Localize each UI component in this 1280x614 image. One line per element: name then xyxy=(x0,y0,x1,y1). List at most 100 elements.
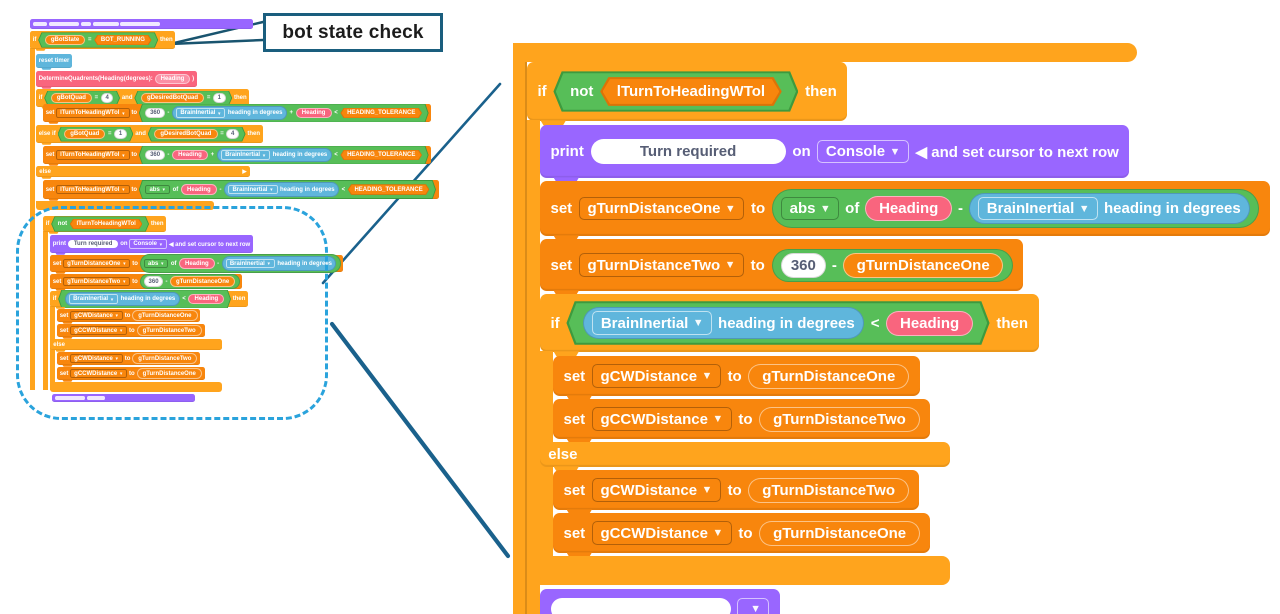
dropdown-gturndistancetwo[interactable]: gTurnDistanceTwo▼ xyxy=(63,276,131,287)
number-input[interactable]: 1 xyxy=(213,93,226,103)
dropdown-abs[interactable]: abs▼ xyxy=(145,185,169,195)
variable-gturndistanceone[interactable]: gTurnDistanceOne xyxy=(748,363,910,389)
dropdown-abs[interactable]: abs▼ xyxy=(781,196,840,221)
variable-gturndistancetwo[interactable]: gTurnDistanceTwo xyxy=(132,353,198,364)
variable-gturndistanceone[interactable]: gTurnDistanceOne xyxy=(136,368,202,379)
dropdown-gccwdistance[interactable]: gCCWDistance▼ xyxy=(70,325,128,336)
blue-reporter[interactable]: BrainInertial▼heading in degrees xyxy=(583,307,864,339)
mini-reset-timer[interactable]: reset timer xyxy=(36,54,73,70)
variable-heading[interactable]: Heading xyxy=(188,294,224,304)
number-input[interactable]: 1 xyxy=(114,129,127,139)
mini-determinequadrents[interactable]: DetermineQuadrents(Heading(degrees):Head… xyxy=(36,71,197,89)
variable-gbotstate[interactable]: gBotState xyxy=(45,35,86,45)
blue-reporter[interactable]: BrainInertial▼heading in degrees xyxy=(217,148,332,162)
dropdown-braininertial[interactable]: BrainInertial▼ xyxy=(592,311,712,335)
dropdown-lturntoheadingwtol[interactable]: lTurnToHeadingWTol▼ xyxy=(56,150,130,160)
green-reporter[interactable]: 360-gTurnDistanceOne xyxy=(771,248,1013,282)
condition-hex[interactable]: 360-BrainInertial▼heading in degrees+Hea… xyxy=(139,104,429,123)
variable-gturndistancetwo[interactable]: gTurnDistanceTwo xyxy=(759,406,920,432)
dropdown-braininertial[interactable]: BrainInertial▼ xyxy=(228,185,277,195)
dropdown-gturndistanceone[interactable]: gTurnDistanceOne▼ xyxy=(63,258,131,269)
mini-else-bar-2[interactable]: else xyxy=(50,339,222,352)
mini-else-bar-1[interactable]: else▶ xyxy=(36,166,250,179)
boolean-variable-bot-running[interactable]: BOT_RUNNING xyxy=(94,35,151,46)
dropdown-braininertial[interactable]: BrainInertial▼ xyxy=(69,294,118,304)
text-input[interactable] xyxy=(550,597,731,614)
number-input[interactable]: 360 xyxy=(780,252,826,278)
variable-gbotquad[interactable]: gBotQuad xyxy=(51,93,92,103)
number-input[interactable]: 4 xyxy=(101,93,114,103)
dropdown-abs[interactable]: abs▼ xyxy=(144,258,169,269)
next-print-partial[interactable]: ▼ xyxy=(540,589,780,614)
number-input[interactable]: 4 xyxy=(226,129,239,139)
dropdown-gccwdistance[interactable]: gCCWDistance▼ xyxy=(70,368,128,379)
blue-reporter[interactable]: BrainInertial▼heading in degrees xyxy=(65,292,180,306)
blue-reporter[interactable]: BrainInertial▼heading in degrees xyxy=(224,182,339,196)
dropdown-gccwdistance[interactable]: gCCWDistance▼ xyxy=(591,407,732,431)
number-input[interactable]: 360 xyxy=(143,276,164,287)
boolean-variable-lturntoheadingwtol[interactable]: lTurnToHeadingWTol xyxy=(70,219,143,230)
dropdown-lturntoheadingwtol[interactable]: lTurnToHeadingWTol▼ xyxy=(56,184,130,195)
variable-gturndistancetwo[interactable]: gTurnDistanceTwo xyxy=(748,477,909,503)
mini-print-top-partial[interactable] xyxy=(30,19,253,29)
variable-heading[interactable]: Heading xyxy=(181,184,217,194)
else-bar[interactable]: else xyxy=(540,442,950,472)
dropdown-gturndistancetwo[interactable]: gTurnDistanceTwo▼ xyxy=(578,253,744,277)
number-input[interactable]: 360 xyxy=(145,150,164,160)
boolean-variable-heading-tolerance[interactable]: HEADING_TOLERANCE xyxy=(340,108,422,119)
dropdown-braininertial[interactable]: BrainInertial▼ xyxy=(225,258,275,269)
number-input[interactable]: 360 xyxy=(145,108,164,118)
mini-next-print-partial[interactable] xyxy=(52,394,195,402)
condition-hex[interactable]: gBotQuad=4 xyxy=(44,91,120,106)
text-input[interactable]: Turn required xyxy=(67,239,119,249)
collapse-icon[interactable]: ▶ xyxy=(242,168,247,175)
dropdown-braininertial[interactable]: BrainInertial▼ xyxy=(221,150,270,160)
condition-hex[interactable]: BrainInertial▼heading in degrees<Heading xyxy=(566,301,989,344)
dropdown-gcwdistance[interactable]: gCWDistance▼ xyxy=(70,310,123,321)
boolean-variable-lturntoheadingwtol[interactable]: lTurnToHeadingWTol xyxy=(600,77,782,106)
dropdown-empty[interactable]: ▼ xyxy=(737,598,770,614)
boolean-variable-heading-tolerance[interactable]: HEADING_TOLERANCE xyxy=(348,184,430,195)
dropdown-gcwdistance[interactable]: gCWDistance▼ xyxy=(591,478,721,502)
variable-heading[interactable]: Heading xyxy=(178,258,215,269)
condition-hex[interactable]: gDesiredBotQuad=1 xyxy=(134,91,232,106)
variable-gturndistanceone[interactable]: gTurnDistanceOne xyxy=(842,252,1004,278)
variable-gturndistancetwo[interactable]: gTurnDistanceTwo xyxy=(136,325,202,336)
text-input[interactable]: Turn required xyxy=(590,139,786,164)
green-reporter[interactable]: 360-gTurnDistanceOne xyxy=(139,274,240,289)
dropdown-braininertial[interactable]: BrainInertial▼ xyxy=(978,196,1098,221)
condition-hex[interactable]: gDesiredBotQuad=4 xyxy=(148,127,246,142)
dropdown-gcwdistance[interactable]: gCWDistance▼ xyxy=(591,364,721,388)
blue-reporter[interactable]: BrainInertial▼heading in degrees xyxy=(172,106,287,120)
variable-heading[interactable]: Heading xyxy=(296,108,332,118)
blue-reporter[interactable]: BrainInertial▼heading in degrees xyxy=(969,192,1250,225)
variable-heading[interactable]: Heading xyxy=(886,311,973,336)
variable-gdesiredbotquad[interactable]: gDesiredBotQuad xyxy=(154,129,217,139)
variable-gturndistanceone[interactable]: gTurnDistanceOne xyxy=(759,520,920,546)
dropdown-gturndistanceone[interactable]: gTurnDistanceOne▼ xyxy=(578,196,745,221)
condition-hex[interactable]: BrainInertial▼heading in degrees<Heading xyxy=(58,290,231,309)
condition-hex[interactable]: gBotQuad=1 xyxy=(58,127,134,142)
dropdown-console[interactable]: Console▼ xyxy=(129,239,168,249)
variable-heading[interactable]: Heading xyxy=(154,73,191,85)
blue-reporter[interactable]: BrainInertial▼heading in degrees xyxy=(221,256,337,271)
